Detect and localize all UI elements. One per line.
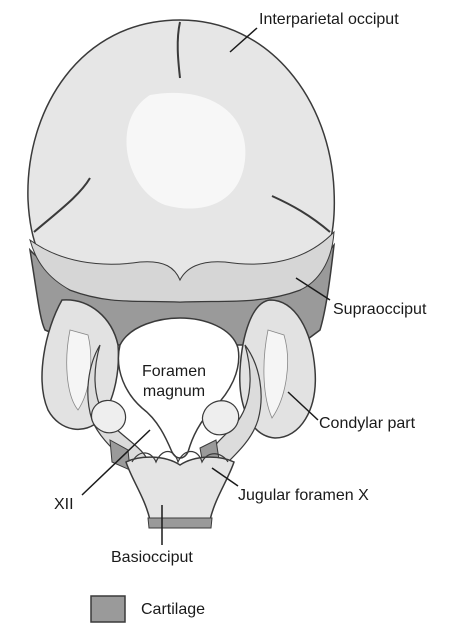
label-supraocciput: Supraocciput — [333, 300, 426, 319]
label-condylar-part: Condylar part — [319, 414, 415, 433]
right-occipital-condyle — [202, 401, 238, 435]
label-foramen-magnum-line1: Foramen — [124, 362, 224, 381]
basiocciput-bone — [126, 457, 234, 520]
left-occipital-condyle — [92, 400, 126, 432]
legend-cartilage-label: Cartilage — [141, 600, 205, 619]
label-jugular-foramen: Jugular foramen X — [238, 486, 369, 505]
basiocciput-cartilage-tip — [148, 518, 212, 528]
label-basiocciput: Basiocciput — [111, 548, 193, 567]
label-xii: XII — [54, 495, 74, 514]
label-interparietal-occiput: Interparietal occiput — [259, 10, 399, 29]
legend-cartilage-swatch — [91, 596, 125, 622]
label-foramen-magnum-line2: magnum — [124, 382, 224, 401]
